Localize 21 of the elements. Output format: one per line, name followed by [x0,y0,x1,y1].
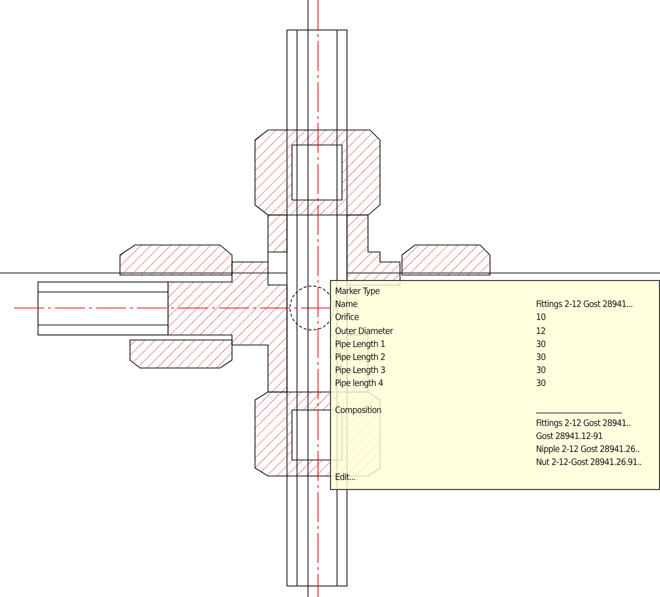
property-value: Fittings 2-12 Gost 28941... [536,300,633,311]
property-value: 12 [536,327,546,338]
property-name: Orifice [335,313,359,324]
property-value: 30 [536,340,546,351]
property-value: Nipple 2-12 Gost 28941.26.. [536,445,640,456]
panel-heading: Marker Type [335,287,380,298]
property-value: Fittings 2-12 Gost 28941.. [536,419,631,430]
property-name: Pipe Length 1 [335,340,386,351]
property-name: Outer Diameter [335,327,393,338]
property-name: Composition [335,406,382,417]
property-name: Pipe length 4 [335,379,383,390]
property-value: 30 [536,353,546,364]
property-value: Gost 28941.12-91 [536,432,603,443]
property-value: 10 [536,313,546,324]
property-value: Nut 2-12-Gost 28941.26.91.. [536,458,642,469]
property-value: 30 [536,366,546,377]
property-name: Name [335,300,358,311]
edit-link: Edit... [335,473,356,484]
property-name: Pipe Length 3 [335,366,386,377]
property-name: Pipe Length 2 [335,353,386,364]
property-value: 30 [536,379,546,390]
